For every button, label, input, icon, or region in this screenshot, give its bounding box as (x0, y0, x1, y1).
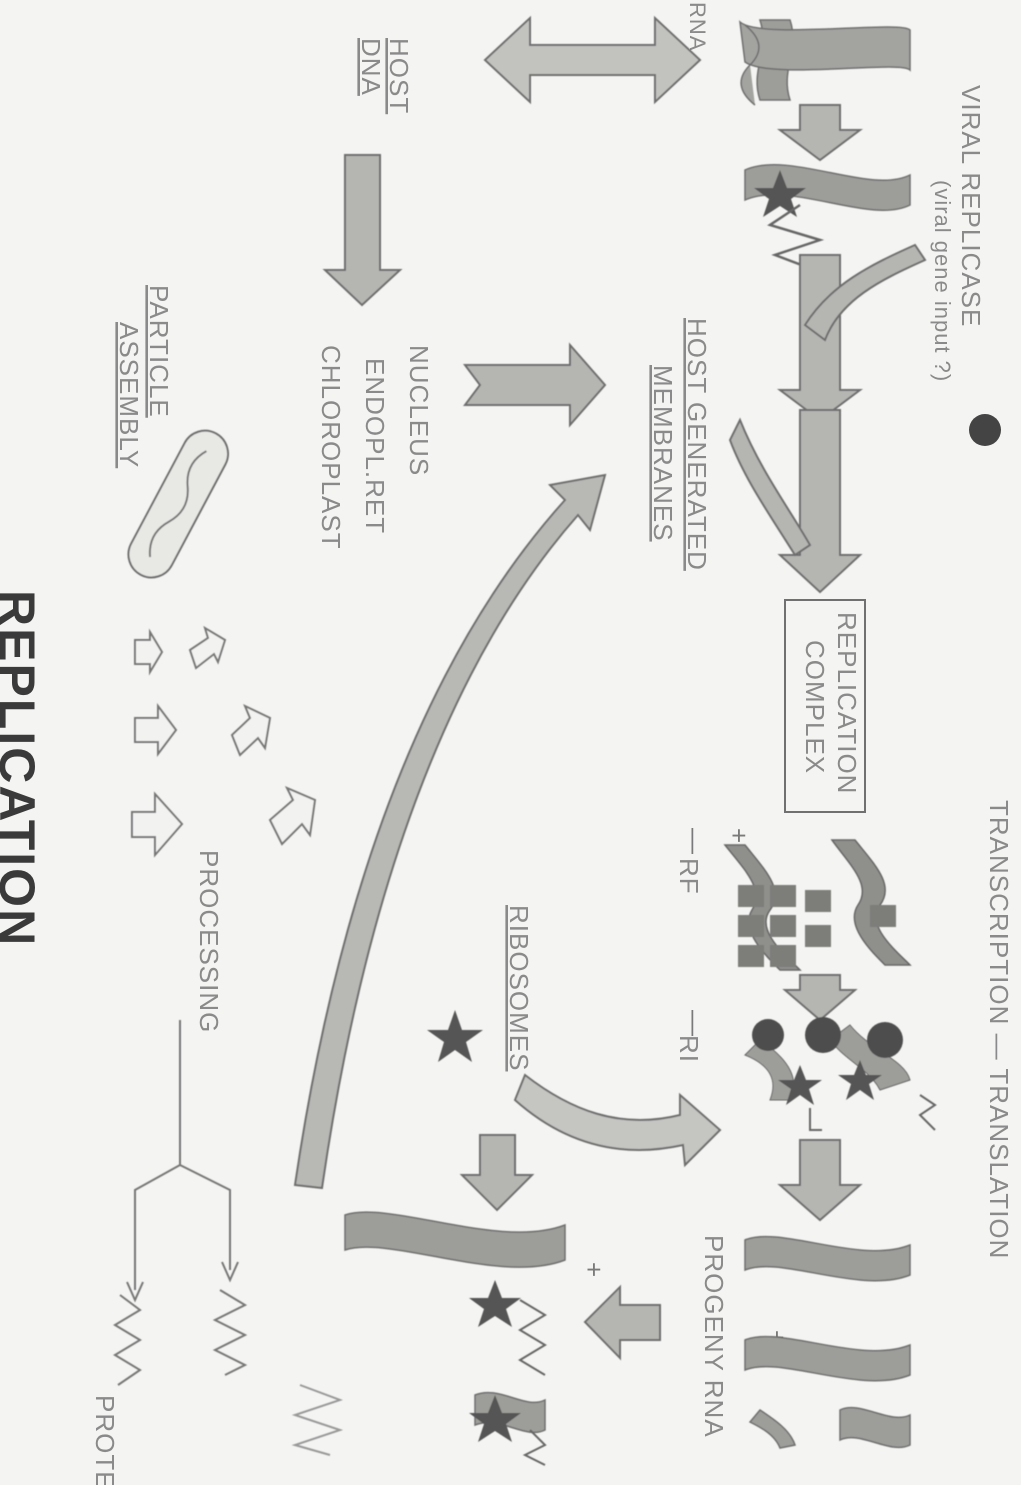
rf-label: RF (674, 858, 704, 895)
processing-arrow-6 (132, 794, 182, 855)
transcription-translation-label: TRANSCRIPTION — TRANSLATION (984, 800, 1014, 1259)
curved-arrow-ribosomes-to-ri (515, 1075, 720, 1165)
double-arrow-host-rna (485, 18, 700, 102)
processing-arrow-1 (135, 632, 162, 672)
zigzag-protein-icon (520, 1300, 545, 1375)
replication-complex-label-line2: COMPLEX (800, 640, 830, 774)
star-icon (427, 1010, 483, 1062)
arrow-ribosomes-down (462, 1135, 532, 1210)
arrow-rna-down (780, 105, 860, 160)
black-dot-icon (969, 414, 1001, 446)
zigzag-protein-icon (920, 1095, 935, 1130)
arrow-ri-to-progeny (780, 1140, 860, 1220)
translated-plus-sign: + (579, 1262, 609, 1277)
host-dna-label-line2: DNA (356, 38, 386, 96)
replication-complex-label-line1: REPLICATION (832, 612, 862, 794)
nucleus-label: NUCLEUS (404, 345, 434, 476)
ri-label: RI (674, 1035, 704, 1063)
replication-title: REPLICATION (0, 590, 45, 947)
long-curved-arrow-protein-to-membranes (295, 475, 605, 1188)
ri-complex (745, 1017, 935, 1130)
processing-arrowheads (127, 1262, 238, 1300)
processing-label: PROCESSING (194, 850, 224, 1033)
arrow-host-dna-down (325, 155, 400, 305)
ribosomes-label: RIBOSOMES (504, 905, 534, 1071)
rf-plus-strand (832, 840, 910, 965)
progeny-rna-strand-1 (745, 1237, 910, 1281)
protein-zigzag-1 (115, 1295, 140, 1385)
membranes-label: MEMBRANES (648, 365, 678, 542)
arrow-to-replication-complex (780, 410, 860, 592)
processing-branch-lines (135, 1020, 230, 1290)
chloroplast-label: CHLOROPLAST (316, 345, 346, 550)
zigzag-protein-icon (810, 1108, 822, 1130)
arrow-organelles-to-membranes (465, 345, 605, 425)
host-generated-label: HOST GENERATED (682, 318, 712, 571)
viral-replicase-label: VIRAL REPLICASE (956, 85, 986, 327)
processing-arrow-5 (270, 788, 315, 844)
ri-minus-sign: — (680, 1010, 710, 1036)
zigzag-protein-icon (525, 1430, 545, 1465)
particle-label: PARTICLE (144, 285, 174, 418)
rna-label: RNA (685, 2, 710, 51)
protein-label: PROTEIN (90, 1395, 120, 1485)
progeny-rna-strand-3 (840, 1408, 910, 1448)
arrow-progeny-to-translation (585, 1287, 660, 1358)
star-icon (469, 1280, 521, 1327)
rf-minus-sign: — (680, 828, 710, 854)
protein-zigzag-3 (295, 1385, 340, 1455)
ribosome-icon (805, 1017, 841, 1053)
viral-gene-input-label: (viral gene input ?) (930, 180, 955, 382)
progeny-rna-strand-2 (745, 1337, 910, 1381)
processing-arrow-3 (135, 706, 176, 754)
ribosome-icon (752, 1019, 784, 1051)
processing-arrow-4 (232, 706, 270, 755)
rf-plus-sign: + (724, 828, 754, 843)
assembly-label: ASSEMBLY (114, 322, 144, 468)
progeny-rna-fragment (750, 1410, 795, 1448)
curved-arrow-membranes-in (730, 420, 810, 555)
translated-rna-strand-1 (345, 1212, 565, 1267)
endopl-ret-label: ENDOPL.RET (360, 358, 390, 534)
protein-zigzag-2 (215, 1290, 245, 1375)
progeny-rna-label: PROGENY RNA (699, 1235, 729, 1438)
ribosome-icon (867, 1022, 903, 1058)
host-dna-label-line1: HOST (384, 38, 414, 114)
arrow-rf-to-ri (785, 975, 855, 1020)
processing-arrow-2 (190, 628, 225, 668)
